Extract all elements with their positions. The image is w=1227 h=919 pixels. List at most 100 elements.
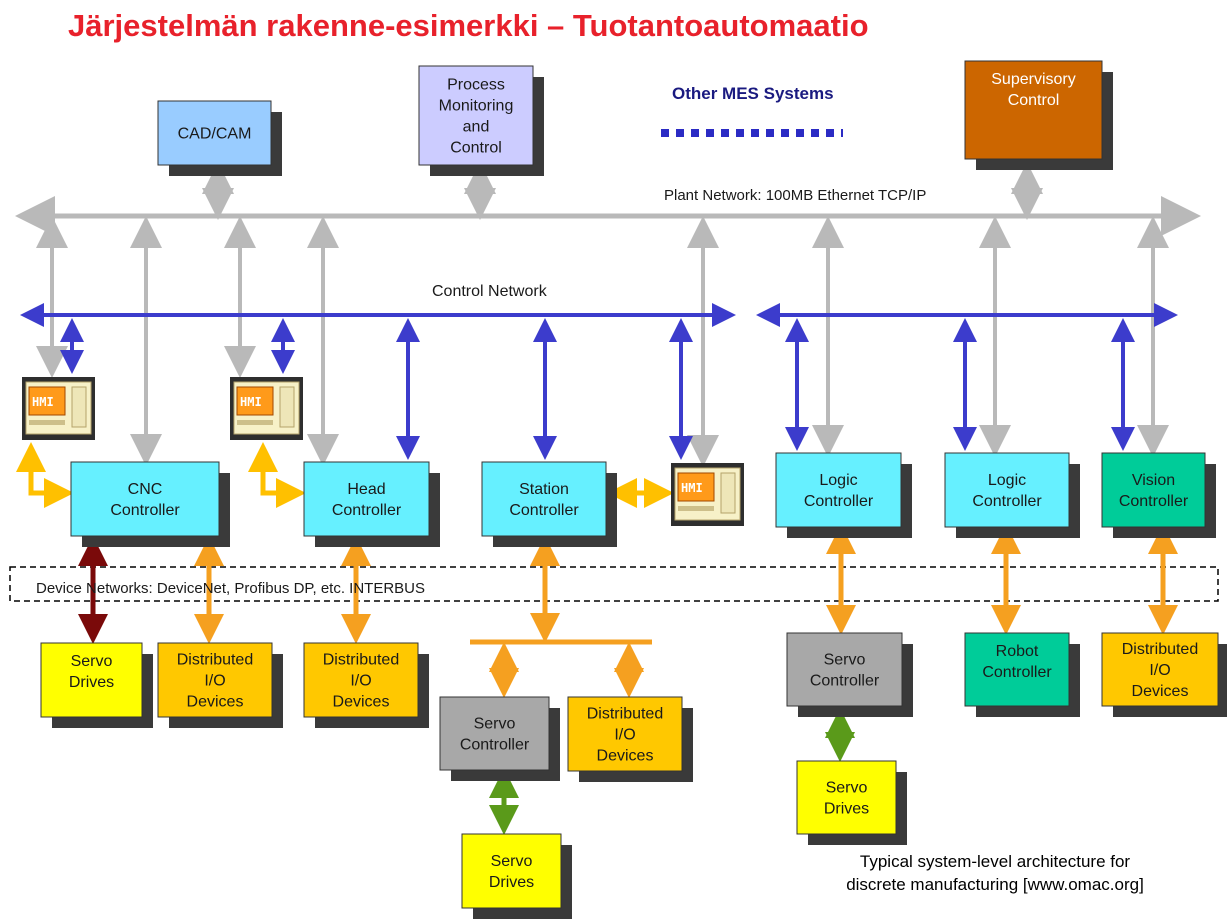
box-label-line: Logic [819,472,857,489]
box-body [70,461,220,537]
box-label-line: Distributed [1122,641,1198,658]
box-label-line: Process [447,77,505,94]
hmi-keyboard [29,420,65,425]
hmi-screen [28,386,66,416]
box-label-line: Logic [988,472,1026,489]
box-label-line: Servo [824,652,866,669]
box-label-line: CNC [128,481,163,498]
box-body [1101,632,1219,707]
device-networks-label: Device Networks: DeviceNet, Profibus DP,… [36,580,425,597]
device-links [78,524,1178,835]
figure-caption: Typical system-level architecture for di… [800,850,1190,896]
box-label-line: Controller [332,502,402,519]
caption-line-1: Typical system-level architecture for [859,852,1131,871]
box-body [944,452,1070,528]
box-label-line: Devices [1132,683,1189,700]
box-body [964,632,1070,707]
hmi-label: HMI [681,481,703,495]
control-network-label: Control Network [432,283,548,300]
box-label-line: CAD/CAM [178,126,252,143]
box-body [461,833,562,909]
box-label-line: Distributed [177,652,253,669]
box-label-line: Devices [597,748,654,765]
box-label-line: Controller [810,673,880,690]
hmi-side-panel [720,472,736,514]
box-body [303,461,430,537]
box-label-line: Controller [460,737,530,754]
hmi-side-panel [71,386,87,428]
box-label-line: Supervisory [991,71,1075,88]
box-body [775,452,902,528]
hmi-side-panel [279,386,295,428]
box-cadcam: CAD/CAM [157,100,282,176]
box-body [1101,452,1206,528]
other-mes-label: Other MES Systems [672,84,834,103]
box-label-line: I/O [614,727,635,744]
box-label-line: Distributed [587,706,663,723]
box-label-line: Distributed [323,652,399,669]
hmi-keyboard [237,420,273,425]
box-body [418,65,534,166]
device-network-region [9,566,1219,602]
hmi-keyboard [678,506,714,511]
box-label-line: I/O [350,673,371,690]
box-body [481,461,607,537]
box-body [157,100,272,166]
box-label-line: Controller [972,493,1042,510]
box-label-line: Servo [474,716,516,733]
plant-network-label: Plant Network: 100MB Ethernet TCP/IP [664,187,926,204]
box-label-line: and [463,119,490,136]
box-label-line: Head [347,481,385,498]
hmi-terminal-icon: HMI [671,463,744,526]
box-label-line: Vision [1132,472,1175,489]
hmi-screen [677,472,715,502]
box-body [964,60,1103,160]
box-body [157,642,273,718]
control-network [20,303,1178,460]
box-body [439,696,550,771]
box-label-line: Servo [71,653,113,670]
hmi-label: HMI [240,395,262,409]
caption-line-2: discrete manufacturing [www.omac.org] [846,875,1144,894]
box-body [40,642,143,718]
box-label-line: Controller [804,493,874,510]
box-label-line: Controller [982,664,1052,681]
page-title: Järjestelmän rakenne-esimerkki – Tuotant… [68,8,869,43]
box-label-line: Servo [826,780,868,797]
box-label-line: Servo [491,853,533,870]
box-body [567,696,683,772]
plant-network [15,162,1201,467]
box-label-line: Controller [1119,493,1189,510]
box-label-line: Controller [509,502,579,519]
box-label-line: Drives [69,674,114,691]
box-body [303,642,419,718]
box-label-line: Devices [187,694,244,711]
box-label-line: I/O [1149,662,1170,679]
box-label-line: Devices [333,694,390,711]
box-label-line: Drives [824,801,869,818]
hmi-screen [236,386,274,416]
box-body [786,632,903,707]
box-body [796,760,897,835]
box-label-line: Monitoring [439,98,514,115]
box-label-line: Station [519,481,569,498]
box-label-line: Robot [996,643,1039,660]
hmi-label: HMI [32,395,54,409]
hmi-terminal-icon: HMI [230,377,303,440]
box-label-line: Control [1008,92,1060,109]
